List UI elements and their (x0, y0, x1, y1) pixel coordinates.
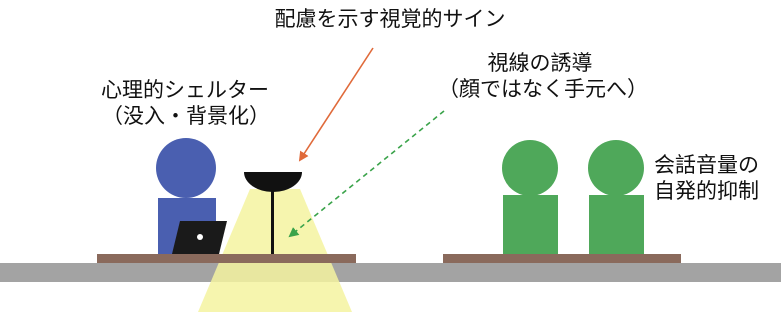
floor (0, 263, 781, 282)
gaze-arrow (288, 110, 445, 238)
light-cone (198, 189, 352, 312)
lamp-pole (271, 190, 274, 256)
psych-shelter-title: 心理的シェルター (101, 78, 269, 102)
pair-person-right (588, 140, 644, 257)
gaze-guidance-title: 視線の誘導 (487, 51, 593, 75)
laptop-icon (172, 221, 227, 254)
gaze-guidance-subtitle: （顔ではなく手元へ） (438, 77, 648, 101)
visual-sign-label: 配慮を示す視覚的サイン (274, 7, 506, 31)
psych-shelter-subtitle: （没入・背景化） (102, 104, 270, 128)
laptop-logo (197, 234, 203, 240)
desk-right (443, 254, 681, 263)
desk-lamp-icon (244, 172, 302, 256)
desk-left (97, 254, 356, 263)
solo-person-head (156, 138, 216, 198)
pair-person-left (502, 140, 558, 257)
lamp-shade (244, 172, 302, 192)
pair-person-right-head (588, 140, 644, 196)
pair-person-right-body (589, 195, 644, 257)
volume-control-line-2: 自発的抑制 (654, 179, 759, 203)
volume-control-line-1: 会話音量の (654, 153, 759, 177)
sign-arrow (298, 47, 374, 162)
pair-person-left-head (502, 140, 558, 196)
pair-person-left-body (503, 195, 558, 257)
